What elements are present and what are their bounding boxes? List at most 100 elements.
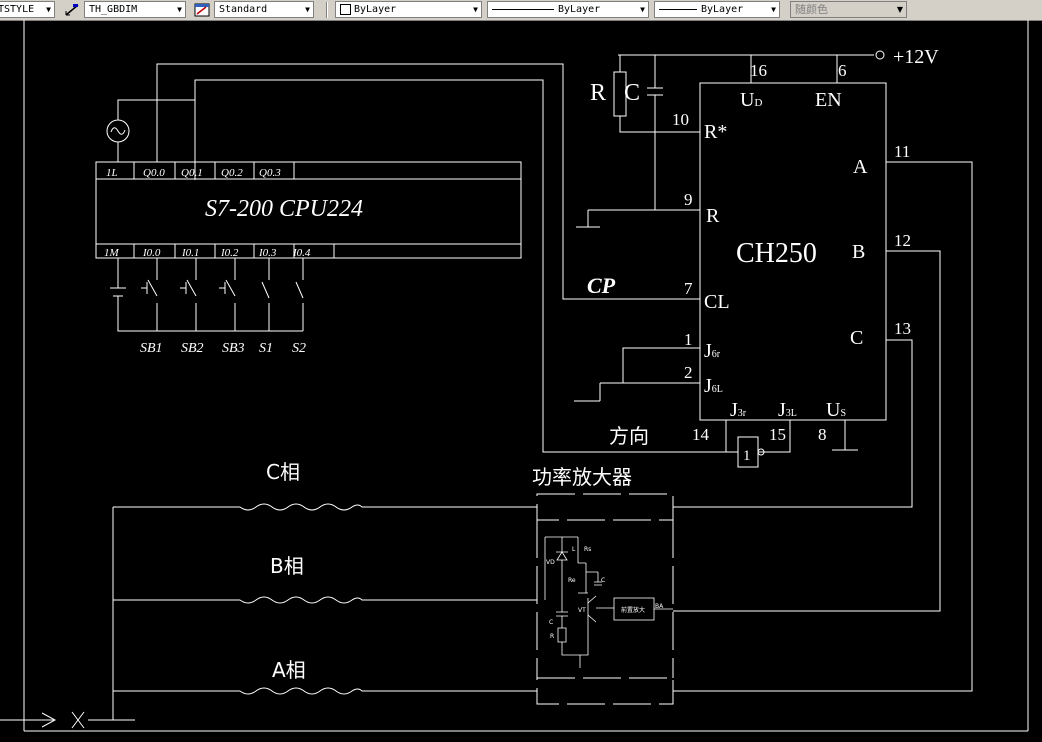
pin-number: 6 [838,61,847,80]
chevron-down-icon: ▼ [177,5,182,14]
pin-number: 2 [684,363,693,382]
amp-component-label: C [601,577,605,584]
pin-number: 10 [672,110,689,129]
amp-component-label: BA [655,603,664,610]
amp-component-label: Rs [584,546,591,553]
pin-j3l-label: J3L [778,399,797,421]
line-preview-icon [492,9,554,10]
amp-component-label: C [549,619,553,626]
linetype-select[interactable]: ByLayer▼ [487,1,649,18]
text-style-select[interactable]: TSTYLE ▼ [0,1,55,18]
pin-j6r-label: J6r [704,340,721,362]
ac-source-icon [106,99,196,180]
pin-ud-label: UD [740,89,762,111]
pin-j6l-label: J6L [704,375,723,397]
inverter-label: 1 [743,448,751,464]
supply-label: +12V [893,46,939,68]
drawing-canvas[interactable]: 1L Q0.0 Q0.1 Q0.2 Q0.3 1M I0.0 I0.1 I0.2… [0,20,1042,742]
pin-number: 12 [894,231,911,250]
plc-input-label: 1M [104,247,120,259]
toolbar-separator [326,2,328,18]
table-style-value: Standard [219,4,268,15]
switch-label: S2 [292,341,306,356]
capacitor-label: C [624,80,640,106]
pin-rstar-label: R* [704,121,727,143]
supply-terminal-icon [875,50,885,60]
line-preview-icon [659,9,697,10]
pin-number: 14 [692,425,710,444]
plot-style-select: 随颜色 ▼ [790,1,907,18]
j6-wiring [574,347,700,402]
linetype-value: ByLayer [558,4,601,15]
pin-cl-label: CL [704,291,730,313]
inverter-gate [725,420,858,468]
chevron-down-icon: ▼ [896,5,903,14]
plc-input-label: I0.3 [258,247,277,259]
dim-style-select[interactable]: TH_GBDIM ▼ [84,1,186,18]
toolbar: TSTYLE ▼ TH_GBDIM ▼ Standard ▼ ByLayer ▼ ByL… [0,0,1042,21]
pin-r-label: R [706,205,720,227]
pin-number: 8 [818,425,827,444]
switch-label: SB3 [222,341,245,356]
supply-rail [618,54,874,83]
chevron-down-icon: ▼ [771,5,776,14]
pin-j3r-label: J3r [730,399,747,421]
pin-number: 11 [894,142,910,161]
phase-a-label: A相 [272,658,306,682]
pin-us-label: US [826,399,846,421]
phase-b-output-wire [673,250,941,612]
plc-input-label: I0.2 [220,247,239,259]
direction-label: 方向 [609,424,649,448]
table-style-icon[interactable] [194,2,210,18]
pin-b-label: B [852,241,865,263]
lineweight-select[interactable]: ByLayer ▼ [654,1,780,18]
pin-number: 13 [894,319,911,338]
drawing-frame [23,20,1029,732]
dimension-style-icon[interactable] [64,2,80,18]
amp-component-label: Re [568,577,576,584]
direction-wire [194,79,738,453]
table-style-select[interactable]: Standard ▼ [214,1,314,18]
plc-output-label: Q0.3 [259,167,281,179]
power-amplifier-box [536,493,674,705]
resistor-label: R [590,80,606,106]
phase-a-output-wire [673,161,973,692]
pin-number: 1 [684,330,693,349]
pin-c-label: C [850,327,863,349]
cp-label: CP [587,273,616,298]
amp-component-label: VD [546,559,555,566]
plc-block [95,161,522,259]
switch-label: S1 [259,341,273,356]
phase-c-output-wire [673,339,913,508]
lineweight-value: ByLayer [701,4,744,15]
plc-model-title: S7-200 CPU224 [205,196,363,222]
text-style-value: TSTYLE [0,4,35,15]
chevron-down-icon: ▼ [46,5,51,14]
amp-component-label: VT [578,607,586,614]
pin-number: 9 [684,190,693,209]
switch-label: SB1 [140,341,163,356]
plc-input-label: I0.4 [292,247,311,259]
color-select[interactable]: ByLayer ▼ [335,1,482,18]
amplifier-title: 功率放大器 [532,465,632,489]
cp-wire [156,63,700,300]
pin-number: 7 [684,279,693,298]
rc-network [576,55,700,228]
pin-a-label: A [853,156,868,178]
phase-b-label: B相 [270,554,304,578]
plc-output-label: 1L [106,167,118,179]
dim-style-value: TH_GBDIM [89,4,138,15]
plc-output-label: Q0.0 [143,167,165,179]
amp-component-label: 前置放大 [621,606,645,614]
plc-output-label: Q0.2 [221,167,243,179]
plc-input-label: I0.0 [142,247,161,259]
color-value: ByLayer [354,4,397,15]
ucs-axis-icon [0,711,135,729]
plot-style-value: 随颜色 [795,3,828,16]
switch-label: SB2 [181,341,204,356]
amp-component-label: L [572,546,576,553]
chevron-down-icon: ▼ [305,5,310,14]
pin-number: 16 [750,61,767,80]
pin-number: 15 [769,425,786,444]
chevron-down-icon: ▼ [473,5,478,14]
